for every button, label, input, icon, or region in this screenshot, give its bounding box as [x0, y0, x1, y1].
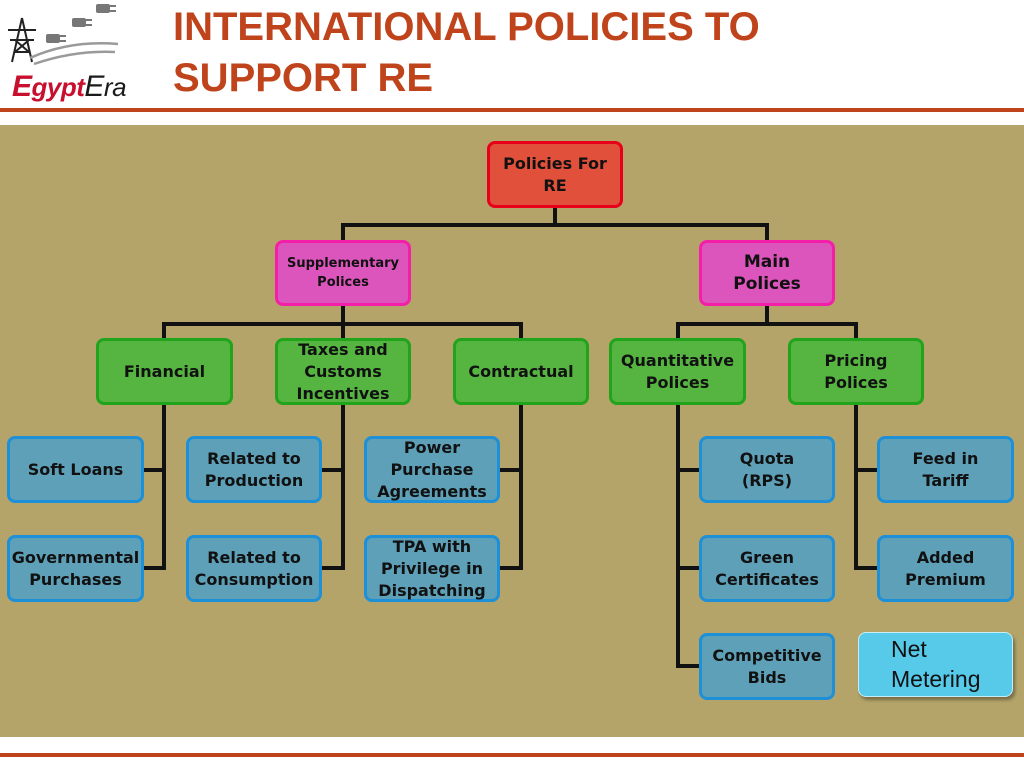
node-quota-rps: Quota (RPS) — [699, 436, 835, 503]
node-main-polices: Main Polices — [699, 240, 835, 306]
logo-wordmark: EgyptEra — [12, 70, 127, 103]
node-supplementary-polices: Supplementary Polices — [275, 240, 411, 306]
node-green-certificates: Green Certificates — [699, 535, 835, 602]
node-related-to-consumption: Related to Consumption — [186, 535, 322, 602]
header-divider — [0, 108, 1024, 112]
node-financial: Financial — [96, 338, 233, 405]
node-soft-loans: Soft Loans — [7, 436, 144, 503]
egyptera-logo: EgyptEra — [0, 0, 150, 108]
power-tower-plug-icon — [8, 4, 119, 66]
node-related-to-production: Related to Production — [186, 436, 322, 503]
node-net-metering: Net Metering — [858, 632, 1013, 697]
node-added-premium: Added Premium — [877, 535, 1014, 602]
node-quantitative-polices: Quantitative Polices — [609, 338, 746, 405]
node-pricing-polices: Pricing Polices — [788, 338, 924, 405]
node-feed-in-tariff: Feed in Tariff — [877, 436, 1014, 503]
page-title: INTERNATIONAL POLICIES TO SUPPORT RE — [173, 5, 760, 100]
node-power-purchase-agreements: Power Purchase Agreements — [364, 436, 500, 503]
node-tpa-with-privilege: TPA with Privilege in Dispatching — [364, 535, 500, 602]
node-governmental-purchases: Governmental Purchases — [7, 535, 144, 602]
footer-divider — [0, 753, 1024, 757]
node-contractual: Contractual — [453, 338, 589, 405]
node-policies-for-re: Policies For RE — [487, 141, 623, 208]
node-competitive-bids: Competitive Bids — [699, 633, 835, 700]
node-taxes-customs-incentives: Taxes and Customs Incentives — [275, 338, 411, 405]
